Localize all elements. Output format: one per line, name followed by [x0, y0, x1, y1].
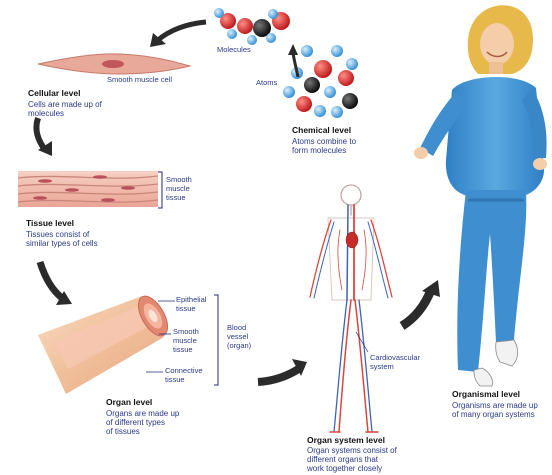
smooth-muscle-tissue	[18, 171, 158, 207]
tissue-bracket	[158, 172, 162, 208]
organ-smooth-muscle-label-line3: tissue	[173, 346, 193, 355]
cardiovascular-system-label-line2: system	[370, 363, 394, 372]
organismal-level-desc-line1: Organisms are made up	[452, 401, 538, 410]
organismal-level-title: Organismal level	[452, 390, 520, 400]
smooth-muscle-cell	[38, 54, 190, 74]
cardiovascular-figure	[310, 185, 392, 432]
tissue-level-title: Tissue level	[26, 219, 74, 229]
cellular-level-title: Cellular level	[28, 89, 80, 99]
connective-tissue-label-line2: tissue	[165, 376, 185, 385]
tissue-to-organ-arrow	[40, 262, 62, 298]
molecules-label: Molecules	[217, 46, 251, 55]
cellular-level-desc-line1: Cells are made up of	[28, 100, 102, 109]
epithelial-tissue-label-line2: tissue	[176, 305, 196, 314]
tissue-level-desc-line1: Tissues consist of	[26, 230, 89, 239]
organ-level-desc-line2: of different types	[106, 418, 165, 427]
organ-bracket	[214, 295, 218, 385]
tissue-level-desc-line2: similar types of cells	[26, 239, 98, 248]
cardiovascular-pointer	[356, 332, 368, 352]
organ-level-title: Organ level	[106, 398, 152, 408]
system-to-organism-arrow	[402, 290, 431, 326]
atoms-label: Atoms	[256, 79, 277, 88]
jogging-woman	[414, 5, 547, 386]
chemical-level-title: Chemical level	[292, 126, 351, 136]
molecules-cluster	[214, 8, 290, 45]
organ-level-desc-line3: of tissues	[106, 427, 140, 436]
organ-system-level-desc-line2: different organs that	[307, 455, 378, 464]
cell-to-tissue-arrow	[36, 118, 45, 150]
organismal-level-desc-line2: of many organ systems	[452, 410, 535, 419]
chemical-level-desc-line1: Atoms combine to	[292, 137, 356, 146]
blood-vessel-label-line3: (organ)	[227, 342, 251, 351]
organ-level-desc-line1: Organs are made up	[106, 409, 179, 418]
organ-to-system-arrow	[258, 368, 300, 382]
organ-system-level-desc-line3: work together closely	[307, 464, 382, 473]
smooth-muscle-cell-label: Smooth muscle cell	[107, 76, 172, 85]
organ-system-level-title: Organ system level	[307, 436, 385, 446]
molecules-to-cell-arrow	[158, 22, 206, 40]
smooth-muscle-tissue-label-line3: tissue	[166, 194, 186, 203]
chemical-level-desc-line2: form molecules	[292, 146, 346, 155]
cellular-level-desc-line2: molecules	[28, 109, 64, 118]
organ-system-level-desc-line1: Organ systems consist of	[307, 446, 397, 455]
blood-vessel	[38, 291, 174, 394]
